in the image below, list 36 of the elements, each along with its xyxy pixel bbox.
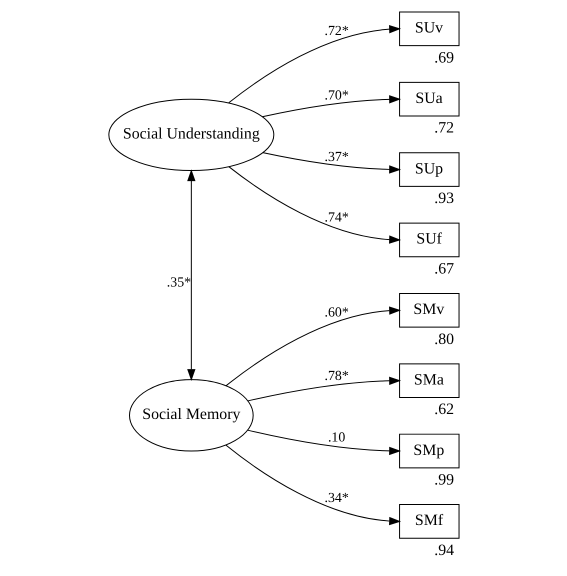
node-label: .94	[434, 542, 454, 559]
node-box: SUf	[398, 222, 460, 258]
node-label: .62	[434, 401, 454, 418]
arrow	[261, 95, 401, 118]
node-label: .80	[434, 330, 454, 348]
arrow	[262, 152, 401, 174]
edge-label: .35*	[166, 276, 191, 291]
arrow	[224, 306, 401, 386]
edge-label: .74*	[324, 210, 348, 226]
node-ellipse: Social Understanding	[108, 98, 274, 172]
edge-label: .70*	[324, 88, 348, 104]
arrow	[228, 25, 401, 104]
node-label: .67	[434, 260, 454, 278]
node-label: .93	[434, 190, 454, 208]
node-box: SUa	[398, 82, 460, 117]
node-box: SMa	[398, 363, 460, 398]
arrow	[186, 169, 195, 381]
node-label: .69	[434, 49, 454, 66]
node-box: SMf	[398, 504, 460, 539]
edge-label: .60*	[324, 305, 348, 320]
node-box: SMp	[398, 434, 460, 468]
edge-label: .72*	[324, 24, 348, 39]
node-box: SMv	[398, 292, 460, 328]
edge-label: .78*	[324, 368, 348, 384]
node-label: .72	[434, 120, 454, 137]
arrow	[228, 166, 401, 244]
node-ellipse: Social Memory	[128, 379, 254, 452]
node-box: SUp	[398, 152, 460, 187]
node-label: .99	[434, 472, 454, 489]
arrow	[246, 430, 401, 456]
arrow	[246, 376, 401, 402]
edge-label: .34*	[324, 490, 348, 506]
edge-label: .10	[327, 430, 345, 446]
edge-label: .37*	[324, 150, 348, 165]
node-box: SUv	[398, 12, 460, 46]
arrow	[224, 444, 401, 526]
